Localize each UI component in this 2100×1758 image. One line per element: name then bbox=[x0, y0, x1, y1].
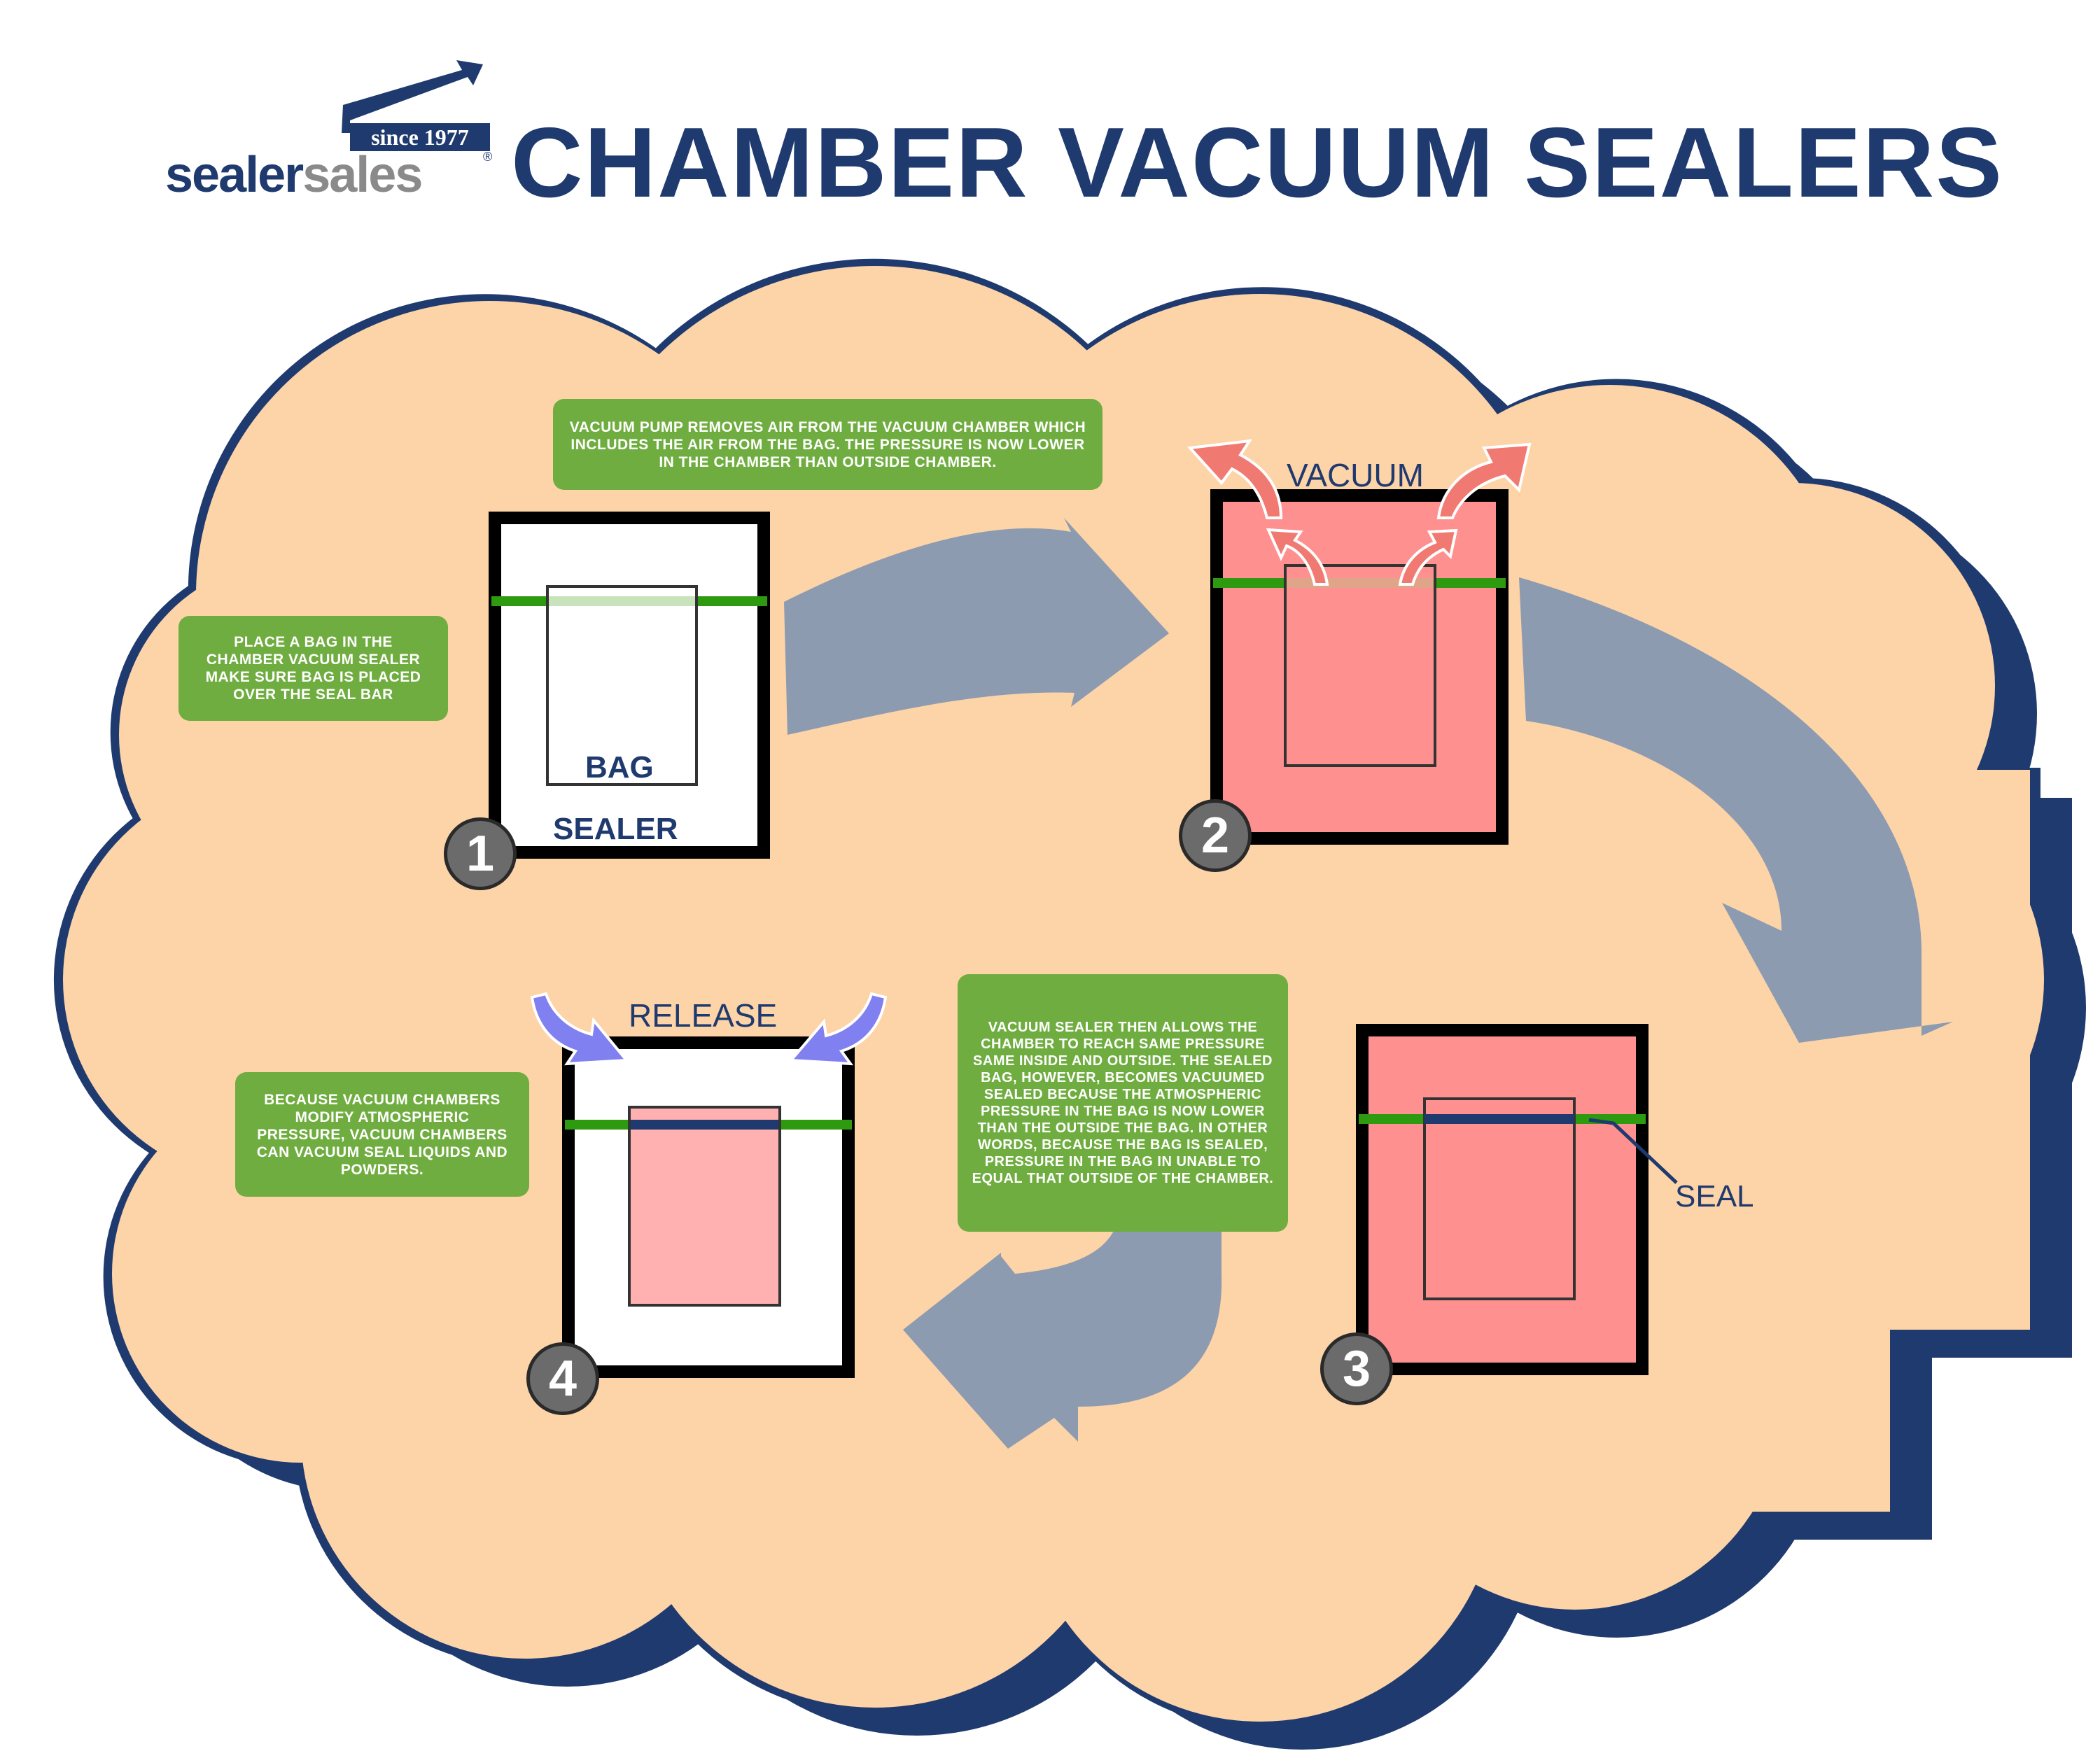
vacuum-exhaust-arrows bbox=[1186, 439, 1532, 586]
release-arrows bbox=[530, 992, 888, 1066]
chamber-3 bbox=[1356, 1024, 1678, 1375]
logo-wordmark: sealersales bbox=[165, 147, 423, 203]
logo-lid-icon bbox=[342, 60, 483, 133]
page-title: CHAMBER VACUUM SEALERS bbox=[511, 107, 2003, 218]
exhaust-arrow-icon bbox=[1186, 439, 1283, 519]
step-3-badge: 3 bbox=[1320, 1332, 1393, 1405]
seal-pointer bbox=[1588, 1118, 1678, 1184]
step-4-badge: 4 bbox=[526, 1342, 599, 1415]
exhaust-arrow-icon bbox=[1398, 528, 1458, 586]
step-4-note: BECAUSE VACUUM CHAMBERS MODIFY ATMOSPHER… bbox=[235, 1072, 529, 1197]
exhaust-arrow-icon bbox=[1266, 528, 1329, 586]
step-2-note: VACUUM PUMP REMOVES AIR FROM THE VACUUM … bbox=[553, 399, 1102, 490]
release-label: RELEASE bbox=[629, 997, 778, 1034]
flow-arrow-1-to-2 bbox=[784, 518, 1169, 735]
flow-arrow-3-to-4-head bbox=[903, 1239, 1218, 1449]
sealer-label: SEALER bbox=[553, 812, 678, 846]
step-1-badge: 1 bbox=[444, 817, 517, 890]
bag-2 bbox=[1284, 564, 1436, 767]
release-arrow-icon bbox=[530, 992, 630, 1066]
logo-registered-mark: ® bbox=[483, 150, 493, 164]
step-1-note: PLACE A BAG IN THE CHAMBER VACUUM SEALER… bbox=[178, 616, 448, 721]
vacuum-label: VACUUM bbox=[1287, 457, 1424, 493]
chamber-2 bbox=[1210, 489, 1508, 845]
bag-3 bbox=[1423, 1097, 1576, 1300]
bag-label: BAG bbox=[585, 750, 654, 785]
bag-1 bbox=[546, 585, 698, 786]
seal-label: SEAL bbox=[1675, 1179, 1754, 1214]
step-2-badge: 2 bbox=[1179, 799, 1252, 872]
step-3-note: VACUUM SEALER THEN ALLOWS THE CHAMBER TO… bbox=[958, 974, 1288, 1232]
bag-4 bbox=[628, 1106, 781, 1307]
release-arrow-icon bbox=[788, 992, 888, 1066]
flow-arrow-2-to-3 bbox=[1519, 577, 1953, 1043]
logo-since-badge: since 1977 bbox=[350, 123, 490, 151]
exhaust-arrow-icon bbox=[1436, 442, 1532, 519]
seal-line bbox=[1424, 1114, 1574, 1124]
chamber-1 bbox=[489, 512, 770, 859]
logo-sealer: sealer bbox=[165, 147, 304, 203]
logo-sales: sales bbox=[302, 147, 423, 203]
chamber-4 bbox=[562, 1036, 855, 1378]
